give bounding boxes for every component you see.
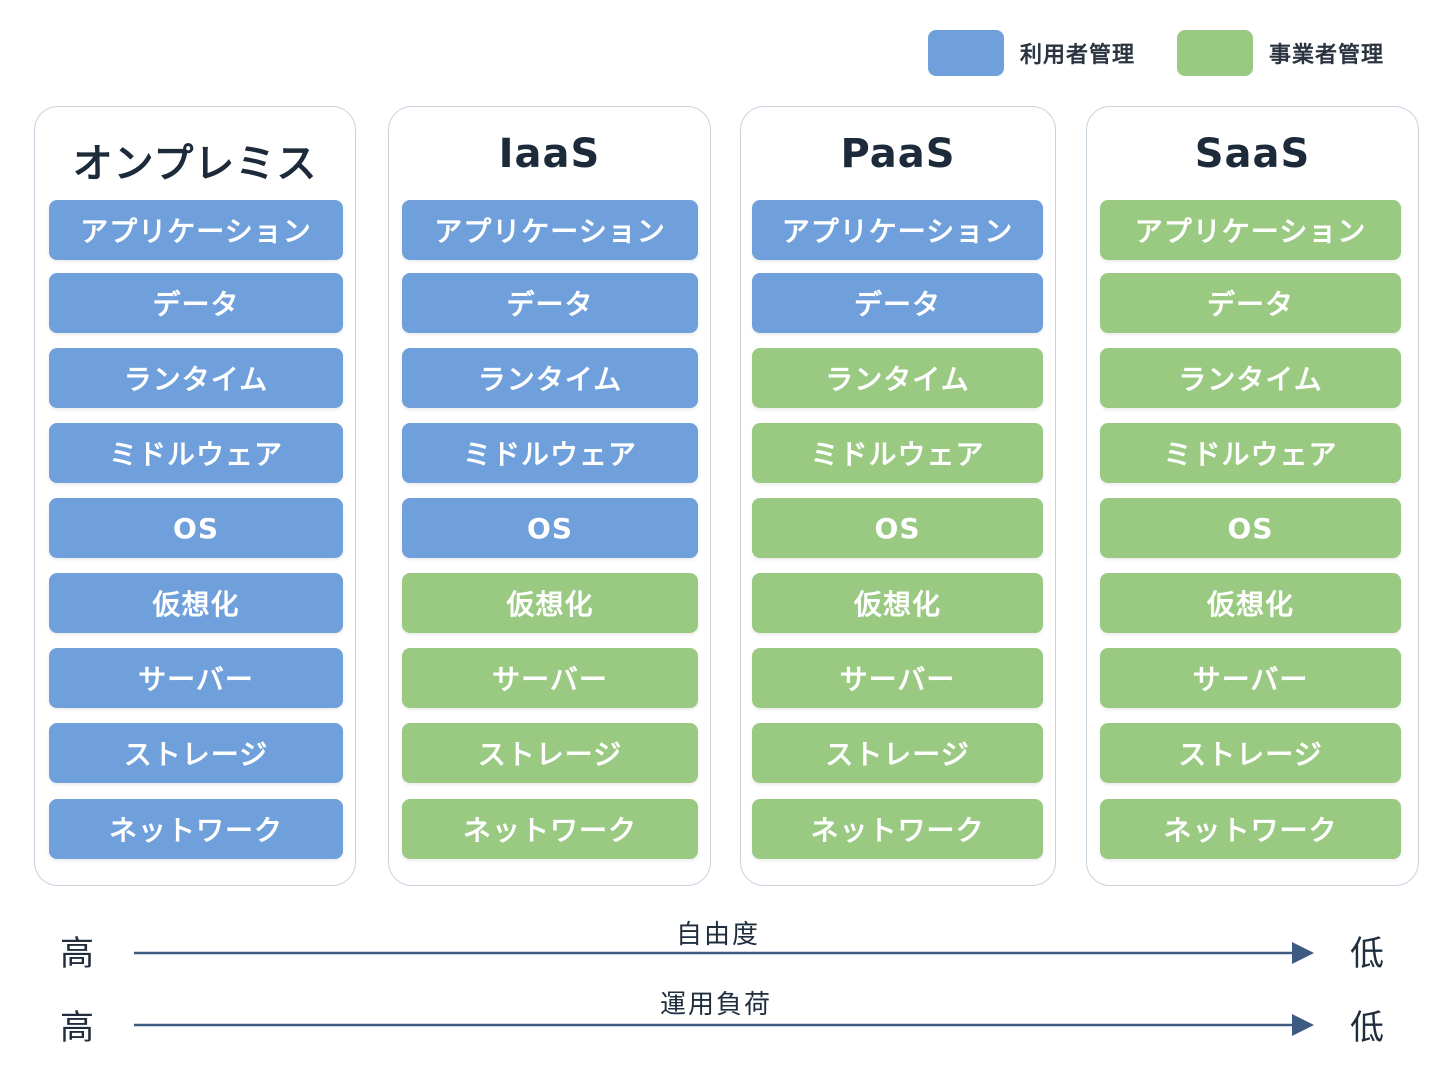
- legend: 利用者管理 事業者管理: [928, 30, 1384, 76]
- layer-block: サーバー: [1100, 648, 1401, 708]
- layer-block: 仮想化: [49, 573, 343, 633]
- column-title: オンプレミス: [72, 141, 318, 187]
- freedom-scale-label: 自由度: [676, 920, 761, 950]
- layer-block: OS: [49, 498, 343, 558]
- freedom-high-label: 高: [60, 934, 94, 974]
- legend-label-provider: 事業者管理: [1269, 43, 1385, 68]
- layer-block: ネットワーク: [1100, 799, 1401, 859]
- layer-block: ランタイム: [1100, 348, 1401, 408]
- ops-load-low-label: 低: [1350, 1008, 1384, 1048]
- layer-block: データ: [49, 273, 343, 333]
- layer-block: ランタイム: [49, 348, 343, 408]
- layer-block: ストレージ: [49, 723, 343, 783]
- layer-block: アプリケーション: [1100, 200, 1401, 260]
- layer-block: ストレージ: [1100, 723, 1401, 783]
- layer-block: ランタイム: [752, 348, 1043, 408]
- layer-block: ネットワーク: [752, 799, 1043, 859]
- layer-block: OS: [1100, 498, 1401, 558]
- ops-load-arrow-head: [1292, 1014, 1314, 1036]
- column-title: PaaS: [840, 131, 956, 177]
- ops-load-high-label: 高: [60, 1008, 94, 1048]
- layer-block: サーバー: [402, 648, 698, 708]
- layer-block: OS: [752, 498, 1043, 558]
- freedom-arrow-head: [1292, 942, 1314, 964]
- layer-block: OS: [402, 498, 698, 558]
- column-iaas: IaaS アプリケーションデータランタイムミドルウェア OS 仮想化サーバーストレージ…: [388, 106, 711, 886]
- layer-block: データ: [1100, 273, 1401, 333]
- layer-block: ストレージ: [752, 723, 1043, 783]
- layer-block: ランタイム: [402, 348, 698, 408]
- column-paas: PaaS アプリケーションデータランタイムミドルウェア OS 仮想化サーバーストレージ…: [740, 106, 1056, 886]
- layer-block: 仮想化: [752, 573, 1043, 633]
- column-on-premises: オンプレミスアプリケーションデータランタイムミドルウェア OS 仮想化サーバーストレ…: [34, 106, 356, 886]
- layer-block: サーバー: [49, 648, 343, 708]
- column-title: SaaS: [1194, 131, 1311, 177]
- layer-block: アプリケーション: [752, 200, 1043, 260]
- layer-block: ネットワーク: [49, 799, 343, 859]
- column-title: IaaS: [498, 131, 601, 177]
- layer-block: ミドルウェア: [1100, 423, 1401, 483]
- layer-block: アプリケーション: [402, 200, 698, 260]
- layer-block: ストレージ: [402, 723, 698, 783]
- layer-block: データ: [402, 273, 698, 333]
- layer-block: 仮想化: [1100, 573, 1401, 633]
- layer-block: ミドルウェア: [49, 423, 343, 483]
- legend-item-provider: 事業者管理: [1177, 30, 1384, 76]
- column-saas: SaaS アプリケーションデータランタイムミドルウェア OS 仮想化サーバーストレージ…: [1086, 106, 1419, 886]
- layer-block: ネットワーク: [402, 799, 698, 859]
- layer-block: アプリケーション: [49, 200, 343, 260]
- legend-swatch-provider: [1177, 30, 1254, 76]
- legend-label-user: 利用者管理: [1020, 43, 1136, 68]
- freedom-low-label: 低: [1350, 934, 1384, 974]
- layer-block: 仮想化: [402, 573, 698, 633]
- layer-block: サーバー: [752, 648, 1043, 708]
- layer-block: ミドルウェア: [402, 423, 698, 483]
- legend-swatch-user: [928, 30, 1004, 76]
- layer-block: ミドルウェア: [752, 423, 1043, 483]
- legend-item-user: 利用者管理: [928, 30, 1135, 76]
- layer-block: データ: [752, 273, 1043, 333]
- ops-load-scale-label: 運用負荷: [660, 990, 773, 1020]
